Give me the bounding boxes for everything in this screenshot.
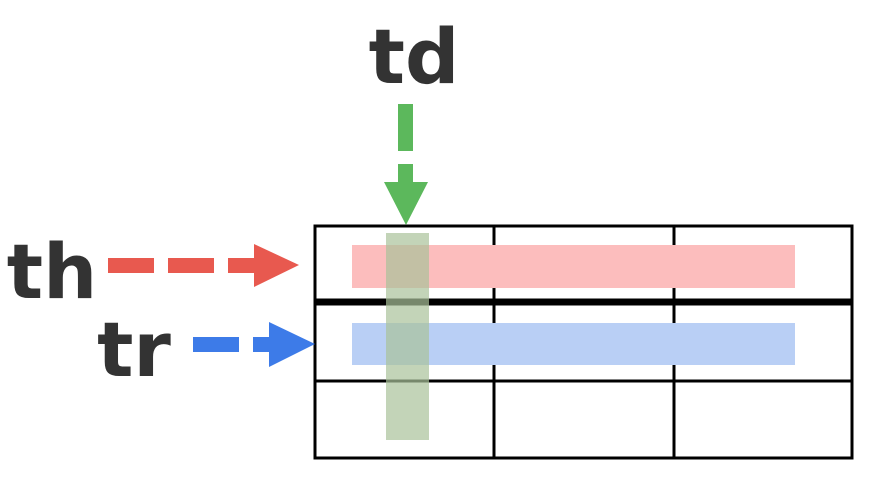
table-outline bbox=[313, 224, 854, 460]
td-label: td bbox=[369, 12, 460, 101]
th-label: th bbox=[7, 227, 97, 316]
td-column-highlight bbox=[386, 233, 429, 440]
tr-label: tr bbox=[97, 305, 171, 394]
tr-arrow bbox=[193, 322, 315, 367]
th-arrow bbox=[108, 244, 299, 287]
td-arrow bbox=[384, 104, 428, 225]
